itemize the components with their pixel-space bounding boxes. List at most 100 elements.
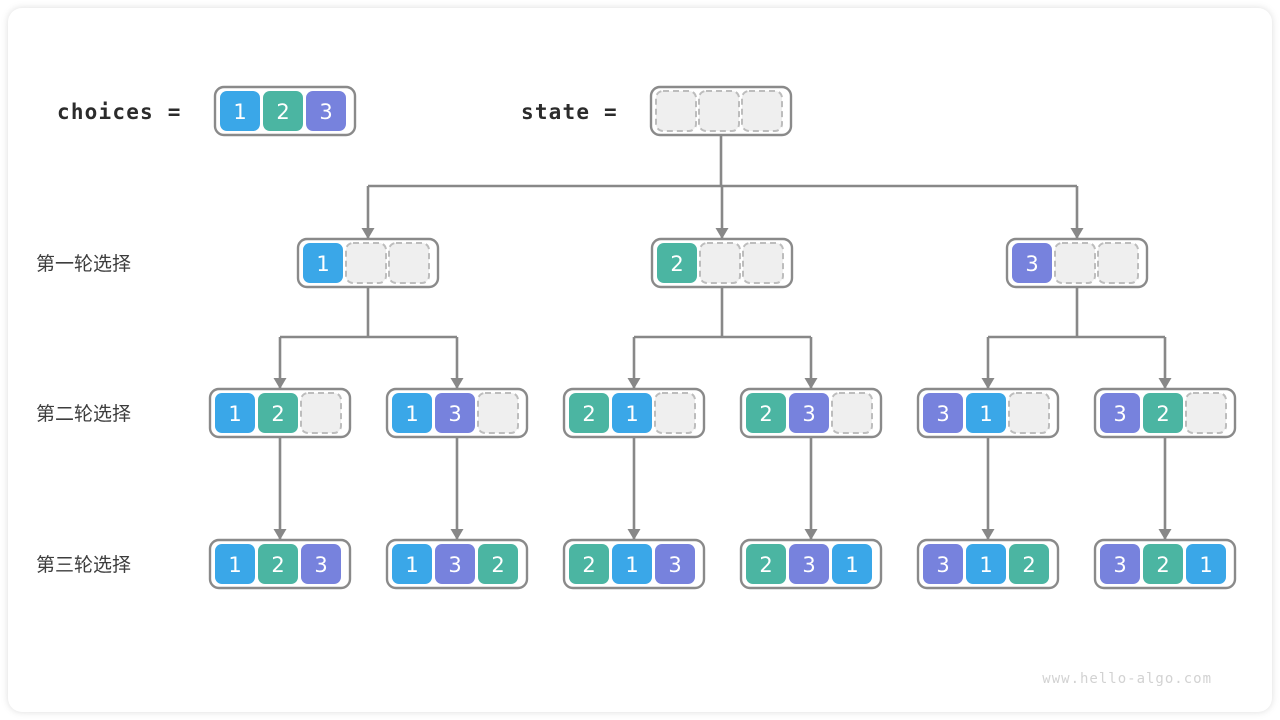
cell-empty: [699, 242, 741, 284]
cell-empty: [655, 90, 697, 132]
level3-branch-5-arrow: [981, 529, 995, 540]
watermark: www.hello-algo.com: [1042, 671, 1212, 687]
cell-value: 1: [233, 100, 246, 124]
cell-filled: [1100, 393, 1140, 433]
state-label: state =: [521, 100, 618, 124]
cell-value: 2: [271, 553, 284, 577]
node-round-1-2: 2: [650, 237, 794, 289]
cell-empty: [741, 90, 783, 132]
cell-value: 1: [405, 553, 418, 577]
cell-filled: [569, 393, 609, 433]
cell-filled: [303, 243, 343, 283]
cell-value: 1: [625, 553, 638, 577]
cell-value: 2: [759, 402, 772, 426]
level2-branch-5-arrow: [981, 378, 995, 389]
cell-value: 3: [314, 553, 327, 577]
cell-filled: [1012, 243, 1052, 283]
cell-value: 1: [979, 402, 992, 426]
level3-branch-1-arrow: [273, 529, 287, 540]
cell-value: 3: [936, 402, 949, 426]
root-branch-2-arrow: [715, 228, 729, 239]
cell-value: 2: [491, 553, 504, 577]
cell-filled: [435, 544, 475, 584]
row-label-round-2: 第二轮选择: [36, 403, 131, 425]
level2-branch-2-arrow: [450, 378, 464, 389]
cell-filled: [301, 544, 341, 584]
cell-filled: [478, 544, 518, 584]
cell-value: 2: [276, 100, 289, 124]
cell-filled: [966, 544, 1006, 584]
cell-filled: [612, 393, 652, 433]
cell-value: 2: [1156, 402, 1169, 426]
cell-value: 1: [228, 553, 241, 577]
node-round-3-5: 3 1 2: [916, 538, 1060, 590]
node-round-1-1: 1: [296, 237, 440, 289]
cell-empty: [742, 242, 784, 284]
cell-filled: [1186, 544, 1226, 584]
cell-value: 3: [936, 553, 949, 577]
cell-filled: [306, 91, 346, 131]
cell-filled: [215, 544, 255, 584]
cell-filled: [569, 544, 609, 584]
cell-filled: [966, 393, 1006, 433]
cell-value: 2: [759, 553, 772, 577]
cell-value: 3: [1113, 553, 1126, 577]
cell-filled: [392, 544, 432, 584]
cell-empty: [477, 392, 519, 434]
cell-value: 3: [1113, 402, 1126, 426]
cell-filled: [215, 393, 255, 433]
level3-branch-2-arrow: [450, 529, 464, 540]
cell-value: 1: [316, 252, 329, 276]
cell-value: 3: [448, 402, 461, 426]
cell-empty: [831, 392, 873, 434]
cell-empty: [654, 392, 696, 434]
level3-branch-4-arrow: [804, 529, 818, 540]
cell-filled: [1143, 544, 1183, 584]
cell-value: 1: [845, 553, 858, 577]
label-layer: choices = state = 第一轮选择 第二轮选择 第三轮选择 www.…: [36, 100, 1212, 687]
choices-array: 1 2 3: [213, 85, 357, 137]
cell-filled: [789, 393, 829, 433]
cell-filled: [263, 91, 303, 131]
cell-filled: [220, 91, 260, 131]
cell-value: 2: [670, 252, 683, 276]
choices-label: choices =: [57, 100, 182, 124]
cell-empty: [1008, 392, 1050, 434]
node-round-3-4: 2 3 1: [739, 538, 883, 590]
cell-filled: [923, 544, 963, 584]
row-label-round-1: 第一轮选择: [36, 253, 131, 275]
cell-value: 3: [448, 553, 461, 577]
cell-filled: [258, 393, 298, 433]
cell-filled: [832, 544, 872, 584]
cell-value: 1: [979, 553, 992, 577]
cell-empty: [388, 242, 430, 284]
cell-empty: [1097, 242, 1139, 284]
cell-filled: [657, 243, 697, 283]
cell-empty: [698, 90, 740, 132]
row-label-round-3: 第三轮选择: [36, 554, 131, 576]
cell-value: 2: [1022, 553, 1035, 577]
cell-value: 3: [668, 553, 681, 577]
cell-value: 3: [802, 553, 815, 577]
cell-filled: [746, 544, 786, 584]
cell-filled: [435, 393, 475, 433]
node-round-1-3: 3: [1005, 237, 1149, 289]
cell-empty: [1054, 242, 1096, 284]
node-round-3-1: 1 2 3: [208, 538, 352, 590]
cell-value: 3: [1025, 252, 1038, 276]
connector-layer: [273, 135, 1172, 540]
cell-value: 3: [319, 100, 332, 124]
level2-branch-4-arrow: [804, 378, 818, 389]
cell-filled: [746, 393, 786, 433]
cell-value: 1: [405, 402, 418, 426]
